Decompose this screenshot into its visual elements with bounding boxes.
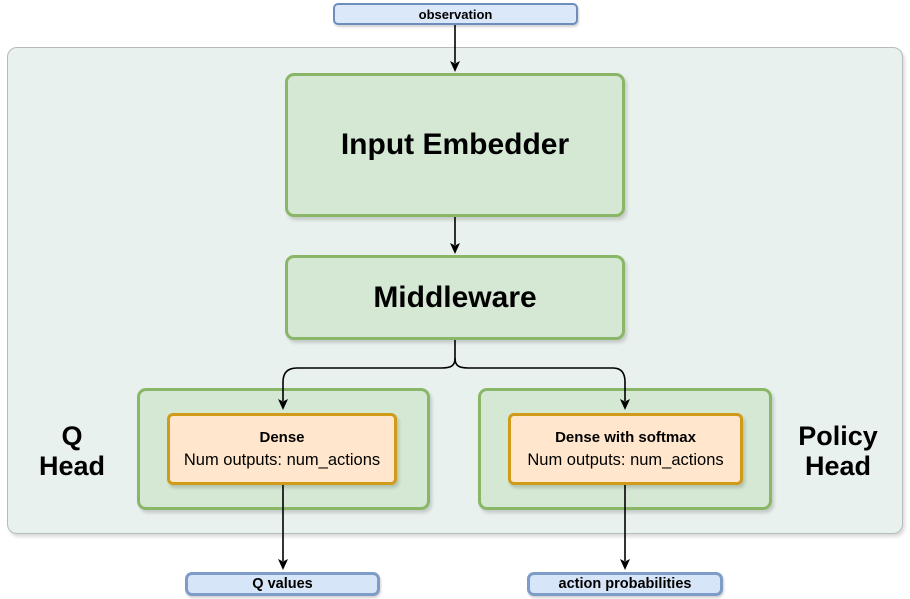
dense-softmax-subtitle: Num outputs: num_actions bbox=[527, 450, 724, 469]
label-q-head-line2: Head bbox=[38, 451, 106, 481]
label-policy-head-line1: Policy bbox=[798, 421, 878, 451]
dense-title: Dense bbox=[259, 428, 305, 446]
node-middleware: Middleware bbox=[285, 255, 625, 340]
node-q-values: Q values bbox=[185, 572, 380, 596]
node-dense-softmax: Dense with softmax Num outputs: num_acti… bbox=[508, 413, 743, 485]
label-q-head: Q Head bbox=[22, 421, 122, 481]
label-policy-head: Policy Head bbox=[788, 421, 888, 481]
node-observation: observation bbox=[333, 3, 578, 25]
node-input-embedder: Input Embedder bbox=[285, 73, 625, 217]
label-policy-head-line2: Head bbox=[804, 451, 872, 481]
node-action-probabilities: action probabilities bbox=[527, 572, 723, 596]
dense-subtitle: Num outputs: num_actions bbox=[183, 450, 381, 469]
label-q-head-line1: Q bbox=[61, 421, 83, 451]
node-dense: Dense Num outputs: num_actions bbox=[167, 413, 397, 485]
dense-softmax-title: Dense with softmax bbox=[555, 428, 696, 446]
